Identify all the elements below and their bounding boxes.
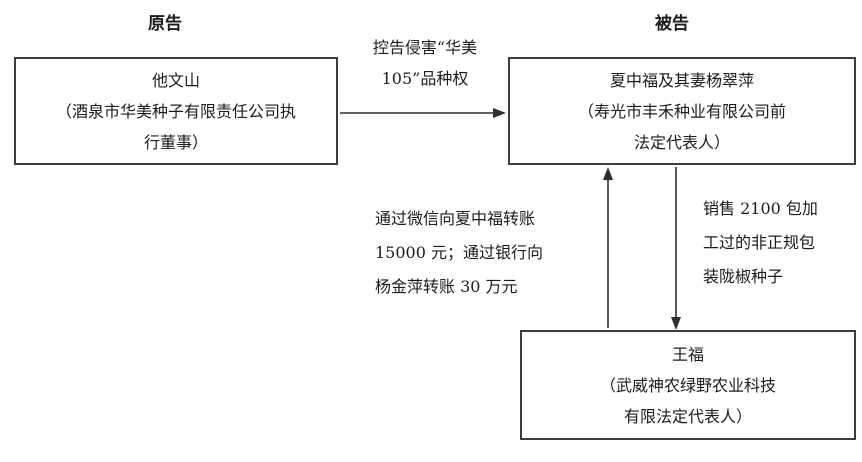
sale-edge-label-line: 销售 2100 包加 bbox=[703, 199, 818, 218]
accusation-edge-label: 控告侵害“华美 105”品种权 bbox=[348, 32, 502, 94]
plaintiff-node-line: 行董事） bbox=[143, 132, 208, 152]
sale-arrow bbox=[671, 167, 681, 330]
wangfu-node-line: 王福 bbox=[671, 344, 704, 364]
transfer-arrow bbox=[603, 167, 613, 328]
sale-edge-label-line: 工过的非正规包 bbox=[703, 233, 816, 252]
transfer-edge-label: 通过微信向夏中福转账 15000 元；通过银行向 杨金萍转账 30 万元 bbox=[375, 202, 543, 304]
wangfu-node: 王福 （武威神农绿野农业科技 有限法定代表人） bbox=[520, 330, 856, 440]
transfer-edge-label-line: 杨金萍转账 30 万元 bbox=[375, 277, 518, 296]
wangfu-node-line: （武威神农绿野农业科技 bbox=[599, 375, 776, 395]
plaintiff-node-line: （酒泉市华美种子有限责任公司执 bbox=[55, 101, 296, 121]
accusation-arrow bbox=[340, 108, 506, 118]
defendant-node-line: 夏中福及其妻杨翠萍 bbox=[609, 70, 754, 90]
sale-edge-label: 销售 2100 包加 工过的非正规包 装陇椒种子 bbox=[703, 192, 818, 294]
defendant-node-line: 法定代表人） bbox=[633, 132, 730, 152]
plaintiff-label: 原告 bbox=[148, 14, 182, 34]
accusation-edge-label-line: 105”品种权 bbox=[381, 69, 469, 88]
wangfu-node-line: 有限法定代表人） bbox=[623, 406, 752, 426]
defendant-label: 被告 bbox=[655, 14, 689, 34]
plaintiff-node-line: 他文山 bbox=[151, 70, 200, 90]
accusation-edge-label-line: 控告侵害“华美 bbox=[372, 38, 478, 57]
transfer-edge-label-line: 通过微信向夏中福转账 bbox=[375, 209, 536, 228]
plaintiff-node: 他文山 （酒泉市华美种子有限责任公司执 行董事） bbox=[14, 57, 338, 165]
transfer-edge-label-line: 15000 元；通过银行向 bbox=[375, 243, 543, 262]
defendant-node: 夏中福及其妻杨翠萍 （寿光市丰禾种业有限公司前 法定代表人） bbox=[508, 57, 856, 165]
defendant-node-line: （寿光市丰禾种业有限公司前 bbox=[577, 101, 786, 121]
sale-edge-label-line: 装陇椒种子 bbox=[703, 267, 784, 286]
